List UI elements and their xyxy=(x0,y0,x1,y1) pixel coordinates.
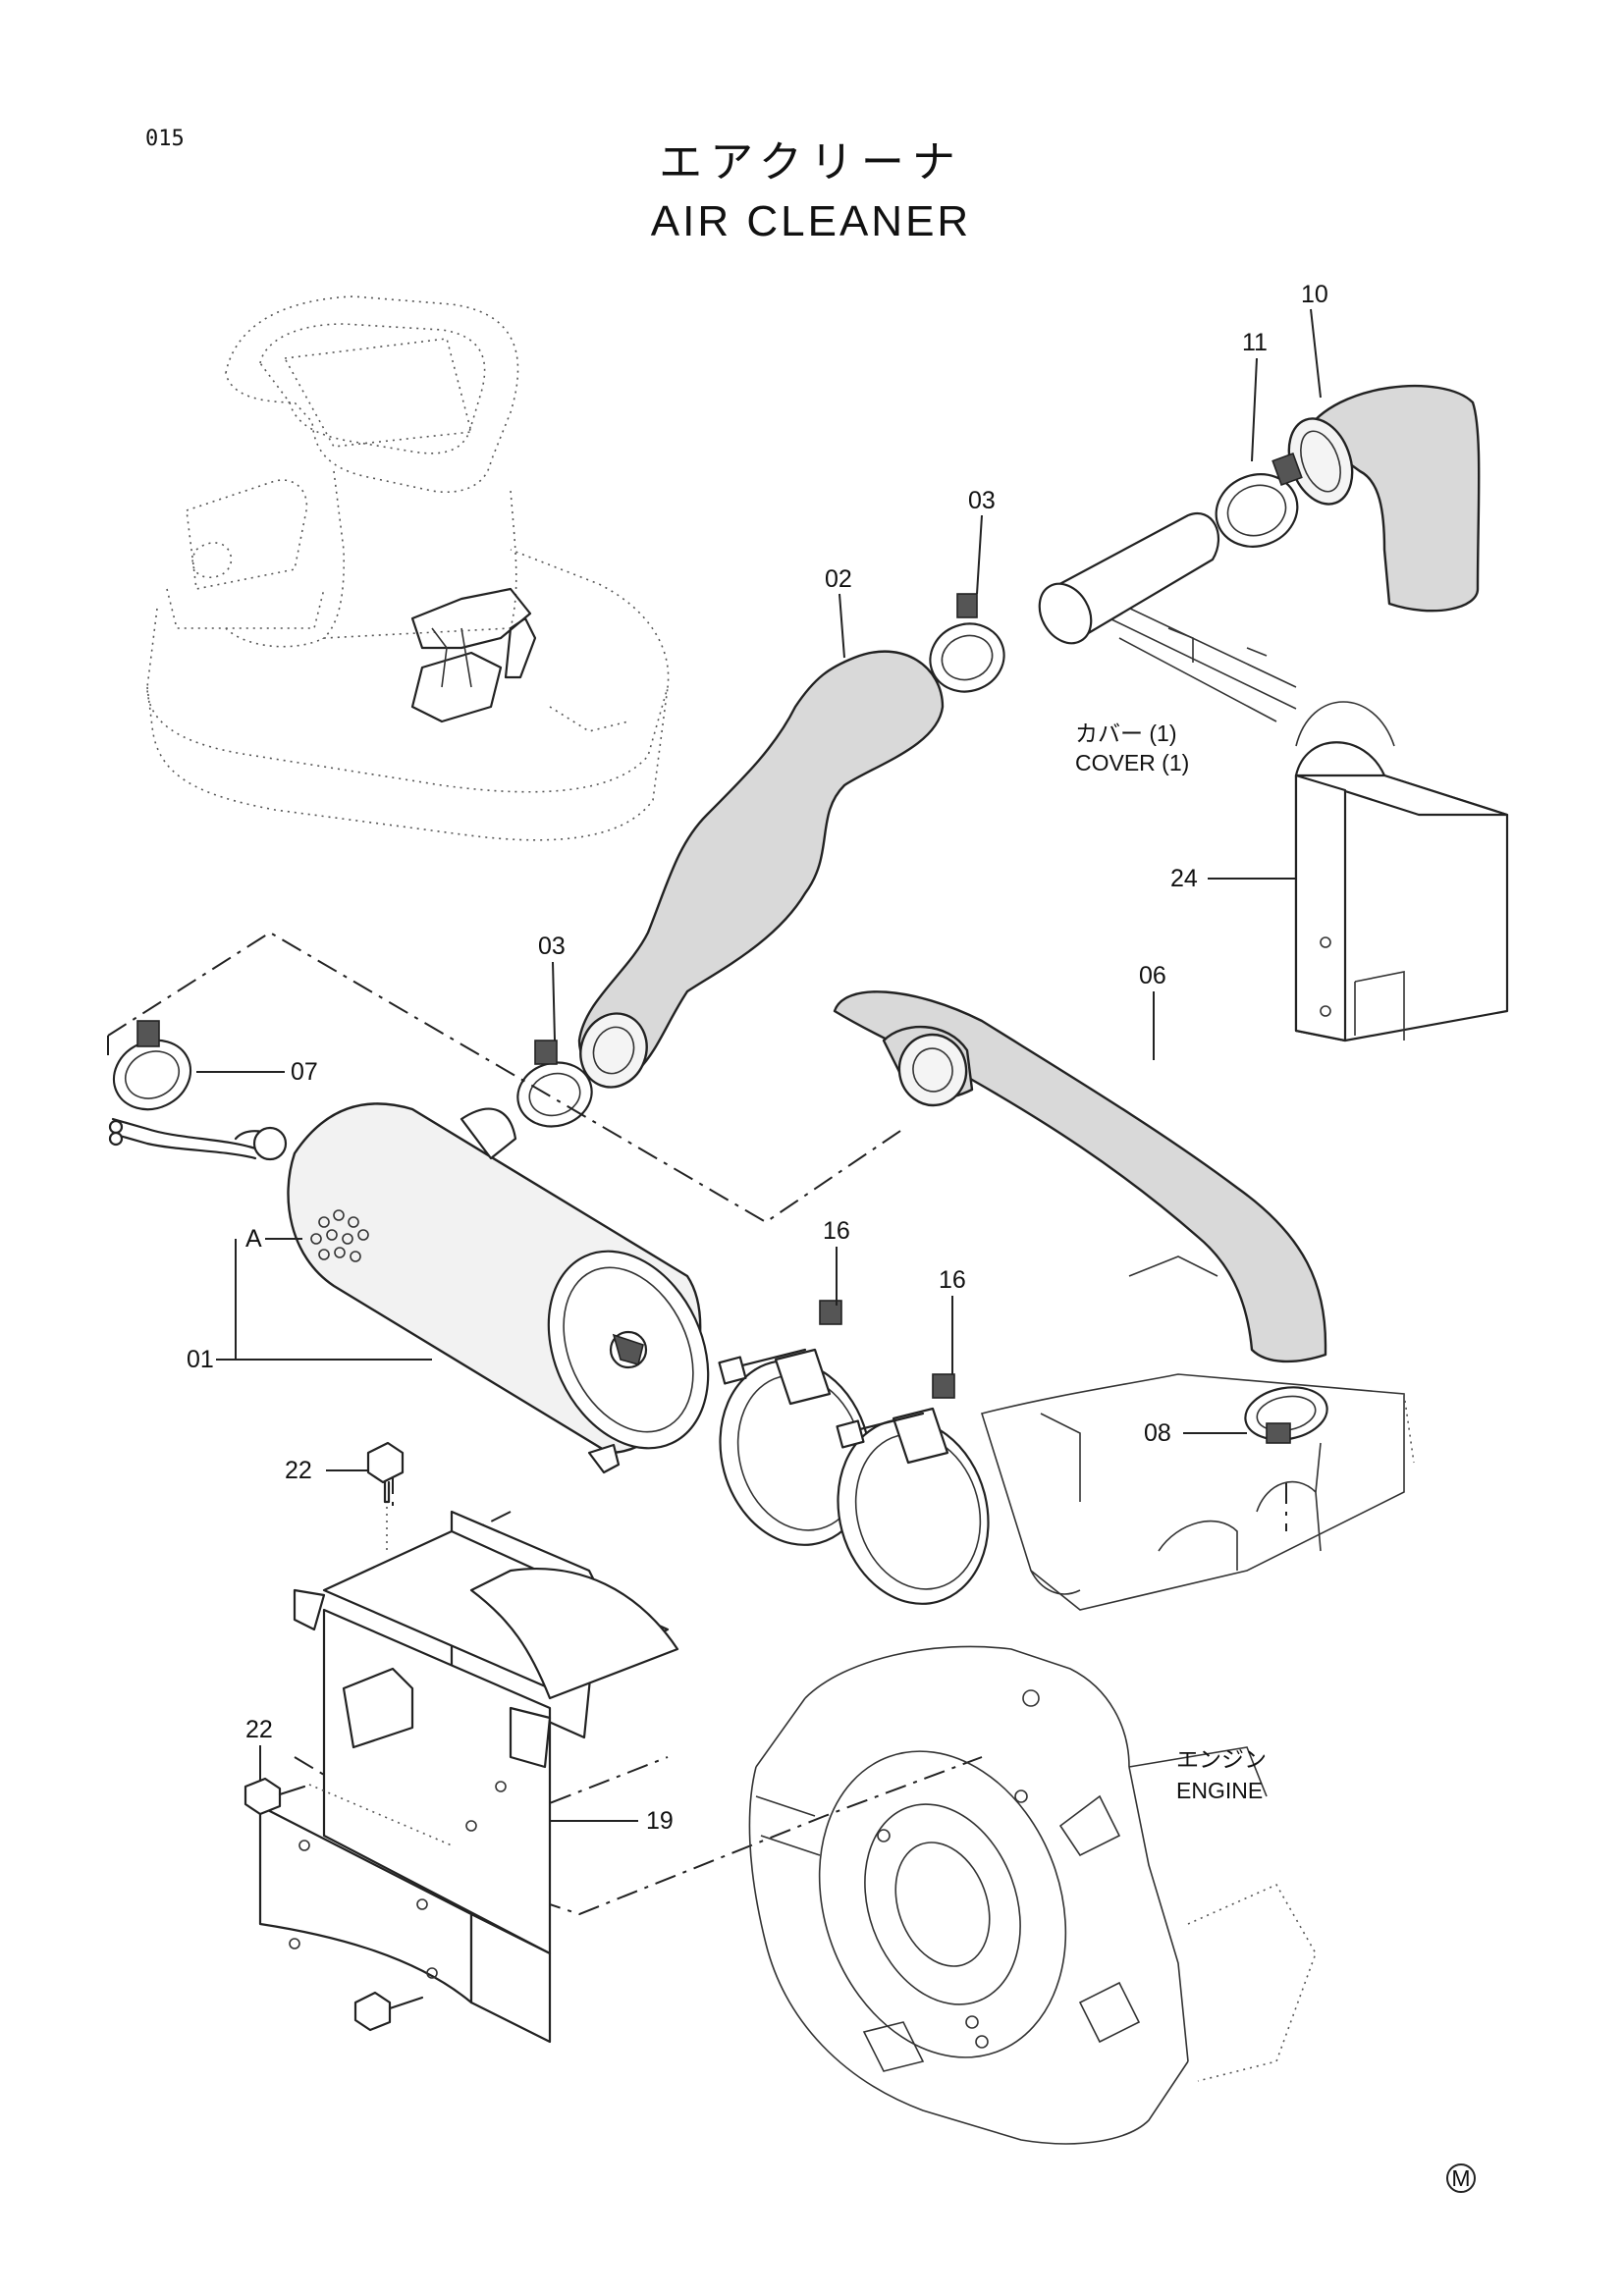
callout-03-lower: 03 xyxy=(538,933,566,960)
callout-03-upper: 03 xyxy=(968,487,996,514)
intake-pipe xyxy=(1038,512,1220,645)
corner-mark: M xyxy=(1451,2165,1470,2191)
engine-note-en: ENGINE xyxy=(1176,1778,1263,1803)
machine-overview-illustration xyxy=(146,295,670,841)
hose-part-06 xyxy=(833,990,1327,1363)
bolt-part-22-lower xyxy=(353,1991,424,2032)
cover-note-jp: カバー (1) xyxy=(1075,721,1177,746)
band-clamp-part-16-left xyxy=(718,1300,872,1546)
s-hose-part-02 xyxy=(577,650,945,1089)
engine-illustration xyxy=(748,1255,1415,2145)
title-english: AIR CLEANER xyxy=(651,197,971,245)
callout-10: 10 xyxy=(1301,281,1328,308)
hose-clamp-part-03-upper xyxy=(929,593,1005,693)
corner-mark-circle xyxy=(1446,2163,1476,2193)
title-japanese: エアクリーナ xyxy=(659,137,963,187)
hose-clamp-part-07 xyxy=(112,1020,192,1111)
assembly-guide-lines xyxy=(107,931,1287,1916)
callout-16-right: 16 xyxy=(939,1266,966,1294)
cover-part-24 xyxy=(1294,701,1509,1042)
callout-19: 19 xyxy=(646,1807,674,1835)
engine-note-jp: エンジン xyxy=(1176,1746,1267,1772)
page-number: 015 xyxy=(145,127,185,151)
air-cleaner-part-01 xyxy=(108,1102,710,1474)
callout-07: 07 xyxy=(291,1058,318,1086)
hose-clamp-part-08 xyxy=(1244,1386,1328,1444)
bolt-part-22-upper xyxy=(366,1441,405,1551)
callout-A: A xyxy=(245,1225,262,1253)
callout-11: 11 xyxy=(1242,329,1268,356)
callout-02: 02 xyxy=(825,565,852,593)
bolt-part-22-middle xyxy=(243,1777,453,1846)
bracket-part-19 xyxy=(258,1510,679,2044)
cover-rail-detail xyxy=(1109,598,1297,722)
elbow-hose-part-10 xyxy=(1287,385,1481,613)
cover-note-en: COVER (1) xyxy=(1075,750,1189,775)
callout-24: 24 xyxy=(1170,865,1198,892)
band-clamp-part-16-right xyxy=(836,1373,990,1605)
callout-06: 06 xyxy=(1139,962,1166,989)
hose-clamp-part-11 xyxy=(1215,452,1303,548)
callout-22-upper: 22 xyxy=(285,1457,312,1484)
leader-lines xyxy=(196,308,1322,1822)
callout-16-left: 16 xyxy=(823,1217,850,1245)
callout-01: 01 xyxy=(187,1346,214,1373)
callout-22-middle: 22 xyxy=(245,1716,273,1743)
callout-08: 08 xyxy=(1144,1419,1171,1447)
